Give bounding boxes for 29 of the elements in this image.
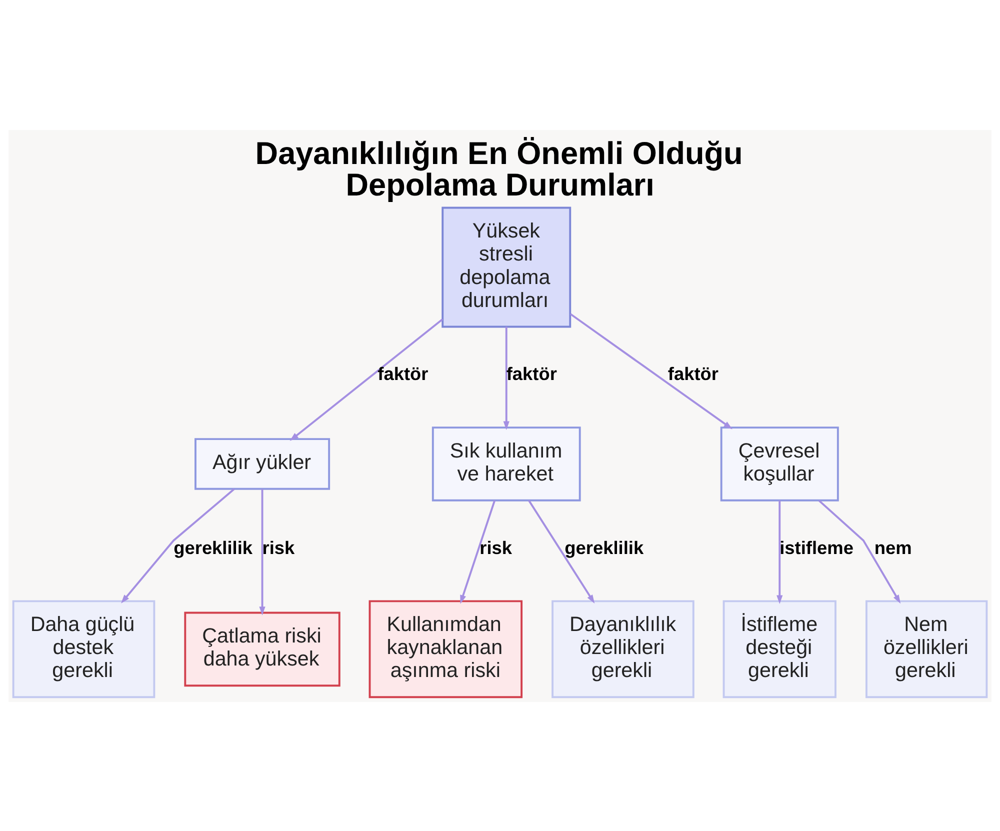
edge-label: faktör: [378, 364, 428, 384]
node-box: Çevresel koşullar: [720, 426, 839, 501]
diagram-title: Dayanıklılığın En Önemli Olduğu Depolama Durumları: [255, 134, 743, 202]
node-box: Çatlama riski daha yüksek: [184, 611, 340, 686]
node-box: Nem özellikleri gerekli: [865, 600, 988, 698]
node-box: Kullanımdan kaynaklanan aşınma riski: [368, 600, 523, 698]
arrow: [460, 500, 496, 604]
arrow: [570, 312, 732, 429]
node-box: Daha güçlü destek gerekli: [12, 600, 156, 698]
edge-label: gereklilik: [564, 537, 644, 558]
arrow: [259, 488, 266, 615]
edge-label: istifleme: [780, 537, 854, 558]
node-box: Sık kullanım ve hareket: [432, 426, 581, 501]
node-box: İstifleme desteği gerekli: [722, 600, 836, 698]
arrow: [528, 499, 595, 604]
node-box: Yüksek stresli depolama durumları: [442, 206, 572, 328]
node-box: Ağır yükler: [194, 438, 330, 490]
edge-label: faktör: [668, 364, 718, 384]
edge-label: faktör: [506, 364, 557, 384]
edge-label: gereklilik: [174, 537, 253, 558]
edge-label: risk: [262, 537, 295, 558]
arrow: [503, 326, 510, 430]
arrow: [121, 488, 235, 603]
arrow: [290, 318, 444, 440]
edge-label: risk: [480, 537, 512, 558]
arrow: [776, 500, 783, 604]
arrow: [818, 499, 901, 604]
node-box: Dayanıklılık özellikleri gerekli: [552, 600, 694, 698]
edge-label: nem: [874, 537, 912, 558]
